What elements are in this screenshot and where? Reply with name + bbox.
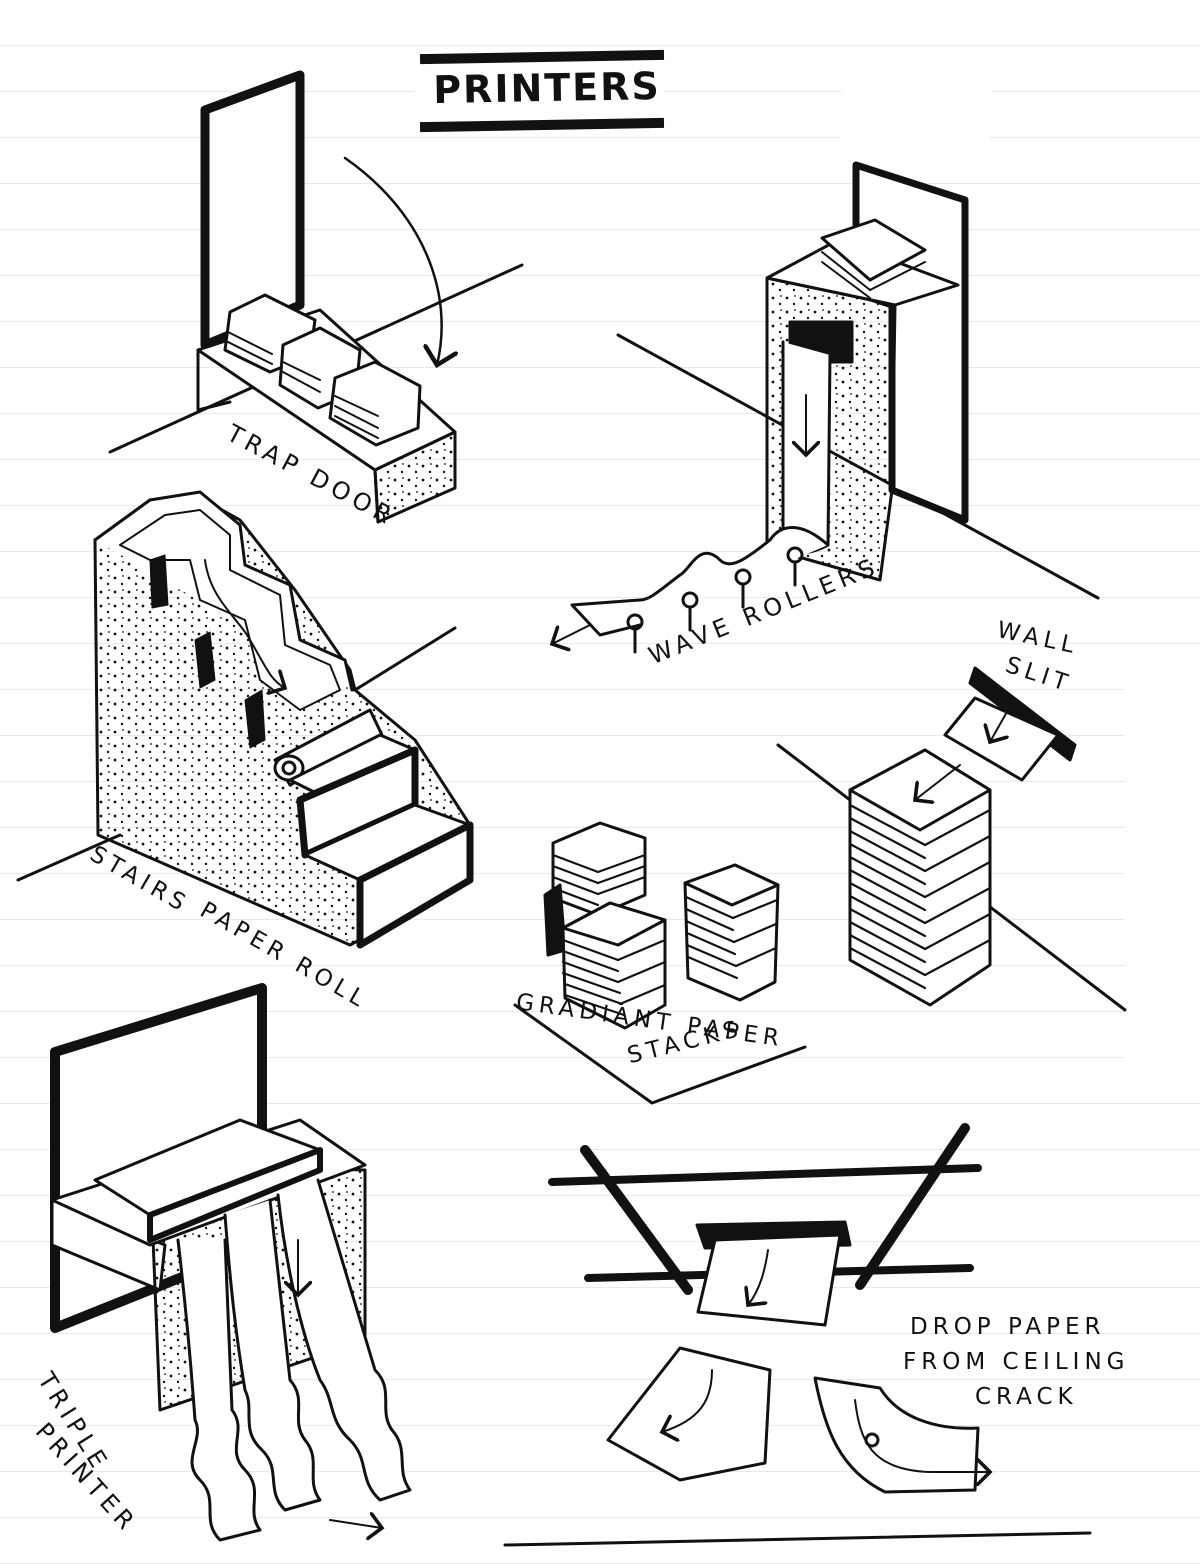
paper-stack-short	[551, 821, 647, 917]
gradiant-paper-stacks-sketch	[513, 821, 807, 1105]
trap-door-sketch	[108, 70, 524, 524]
stairs-paper-roll-sketch	[16, 490, 474, 949]
paper-scrap-right	[1125, 650, 1200, 1060]
drop-paper-label-2: FROM CEILING	[903, 1349, 1130, 1375]
triple-printer-sketch	[50, 983, 412, 1542]
drop-paper-label-3: CRACK	[975, 1384, 1078, 1410]
drop-paper-sketch	[503, 1123, 1092, 1547]
wave-rollers-sketch	[552, 161, 1100, 654]
title-tag: PRINTERS	[414, 49, 665, 133]
paper-stack-front	[561, 901, 667, 1030]
drop-paper-label-1: DROP PAPER	[910, 1314, 1106, 1340]
paper-stack-tall	[683, 863, 780, 1002]
wall-slit-sketch	[776, 666, 1127, 1012]
